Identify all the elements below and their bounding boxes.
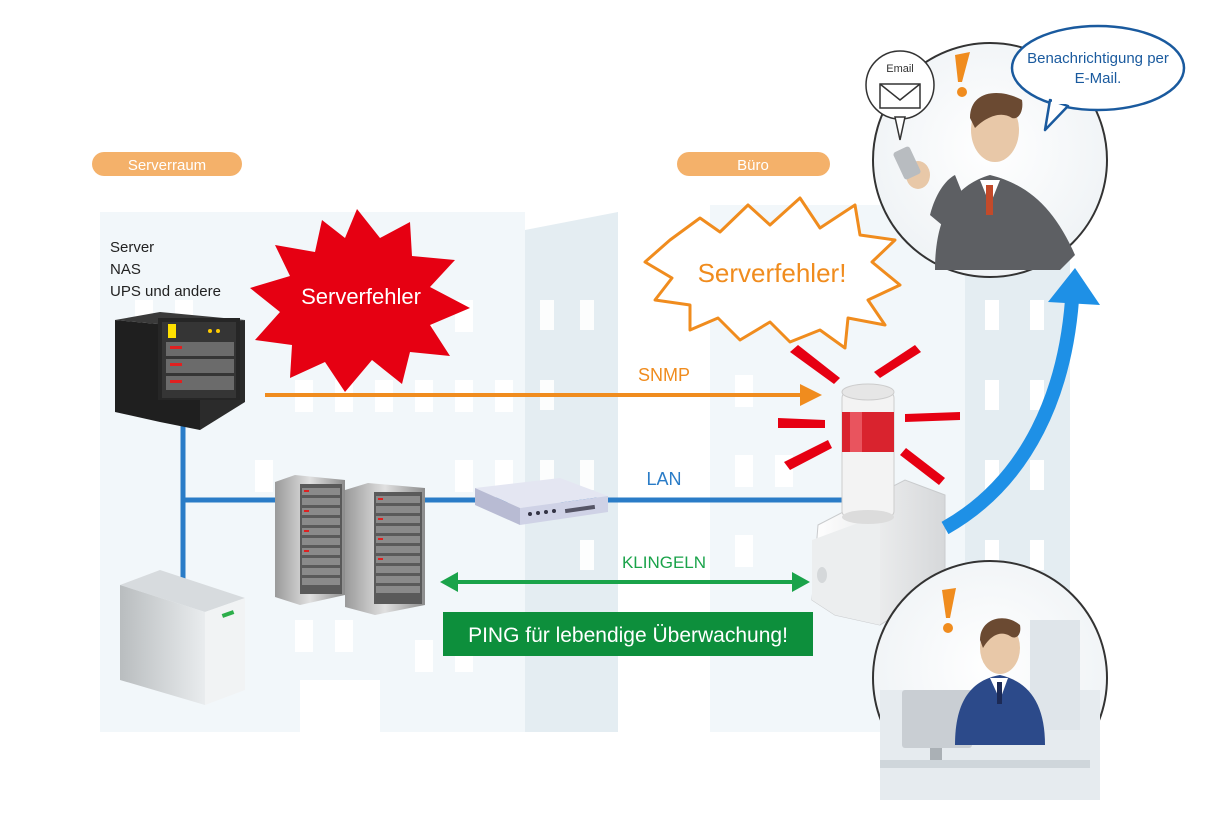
server-tower-2	[345, 483, 425, 615]
email-icon-label: Email	[886, 63, 914, 75]
server-room-label: Serverraum	[128, 157, 206, 174]
office-error-text: Serverfehler!	[698, 258, 847, 288]
devices-label: Server NAS UPS und andere	[110, 239, 221, 300]
server-error-text: Serverfehler	[301, 284, 421, 309]
ping-banner: PING für lebendige Überwachung!	[443, 612, 813, 656]
snmp-arrow: SNMP	[265, 365, 822, 406]
rack-server	[115, 312, 245, 430]
ping-banner-text: PING für lebendige Überwachung!	[468, 624, 788, 647]
notification-line2: E-Mail.	[1075, 70, 1122, 87]
signal-tower-device	[811, 383, 946, 626]
office-label: Büro	[737, 157, 769, 174]
devices-label-line3: UPS und andere	[110, 283, 221, 300]
network-switch	[475, 478, 608, 525]
lan-label: LAN	[646, 469, 681, 489]
operator-desk-scene	[872, 560, 1108, 800]
ping-label: KLINGELN	[622, 553, 706, 572]
server-room-tag: Serverraum	[92, 152, 242, 176]
server-error-burst: Serverfehler	[250, 209, 470, 392]
server-tower-1	[275, 475, 345, 605]
envelope-icon	[879, 83, 921, 109]
notification-arrow	[941, 268, 1100, 535]
devices-label-line2: NAS	[110, 261, 141, 278]
office-tag: Büro	[677, 152, 830, 176]
notification-line1: Benachrichtigung per	[1027, 50, 1169, 67]
alert-rays	[778, 345, 960, 485]
email-bubble: Email	[865, 50, 935, 141]
ups-unit	[120, 570, 245, 705]
office-error-bubble: Serverfehler!	[643, 196, 902, 350]
notification-bubble: Benachrichtigung per E-Mail.	[1010, 24, 1186, 132]
ping-arrow: KLINGELN	[440, 553, 810, 592]
devices-label-line1: Server	[110, 239, 154, 256]
snmp-label: SNMP	[638, 365, 690, 385]
